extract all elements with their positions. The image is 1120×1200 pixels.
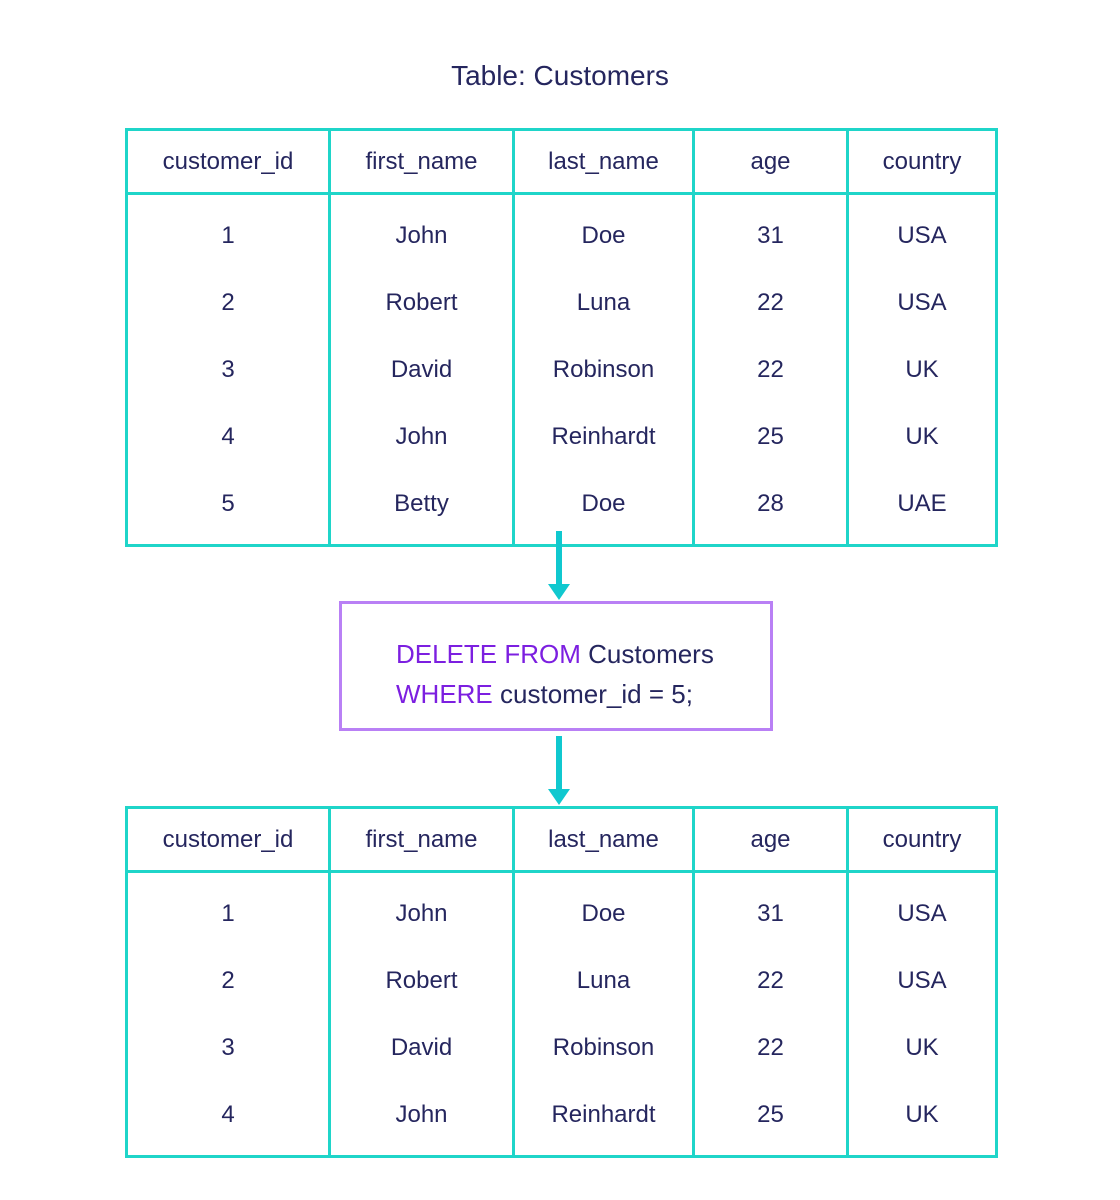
table-cell: John (328, 193, 515, 269)
column-header: last_name (512, 806, 695, 873)
customers-table-before: customer_id first_name last_name age cou… (125, 128, 998, 547)
table-cell: 31 (692, 871, 849, 947)
table-cell: Luna (512, 269, 695, 336)
table-cell: 3 (125, 336, 331, 403)
column-header: first_name (328, 128, 515, 195)
table-cell: 1 (125, 193, 331, 269)
table-cell: 3 (125, 1014, 331, 1081)
sql-text: customer_id = 5; (492, 679, 693, 709)
table-cell: UK (846, 336, 998, 403)
column-header: age (692, 128, 849, 195)
arrow-line (556, 531, 562, 587)
table-cell: 25 (692, 1081, 849, 1157)
table-cell: John (328, 871, 515, 947)
table-cell: 4 (125, 1081, 331, 1157)
table-cell: USA (846, 269, 998, 336)
table-cell: Reinhardt (512, 403, 695, 470)
table-cell: 22 (692, 336, 849, 403)
table-row: 4 John Reinhardt 25 UK (125, 403, 998, 470)
table-cell: John (328, 1081, 515, 1157)
column-header: first_name (328, 806, 515, 873)
table-cell: David (328, 1014, 515, 1081)
table-cell: UK (846, 1014, 998, 1081)
table-cell: Robert (328, 269, 515, 336)
table-cell: USA (846, 947, 998, 1014)
sql-line-2: WHERE customer_id = 5; (396, 674, 770, 714)
table-cell: John (328, 403, 515, 470)
table-row: 2 Robert Luna 22 USA (125, 947, 998, 1014)
table-cell: 1 (125, 871, 331, 947)
arrow-line (556, 736, 562, 791)
table-cell: 22 (692, 269, 849, 336)
table-cell: 2 (125, 269, 331, 336)
table-cell: Luna (512, 947, 695, 1014)
header-row: customer_id first_name last_name age cou… (125, 806, 998, 873)
table-cell: David (328, 336, 515, 403)
table-cell: USA (846, 871, 998, 947)
table-cell: Doe (512, 193, 695, 269)
table-cell: Doe (512, 871, 695, 947)
header-row: customer_id first_name last_name age cou… (125, 128, 998, 195)
table-cell: 2 (125, 947, 331, 1014)
table-row: 1 John Doe 31 USA (125, 871, 998, 947)
table-cell: UK (846, 1081, 998, 1157)
table-cell: Doe (512, 470, 695, 546)
arrow-down-icon (548, 584, 570, 600)
table-row: 4 John Reinhardt 25 UK (125, 1081, 998, 1157)
sql-keyword: WHERE (396, 679, 493, 709)
table-cell: USA (846, 193, 998, 269)
column-header: country (846, 128, 998, 195)
column-header: customer_id (125, 128, 331, 195)
sql-text: Customers (580, 639, 714, 669)
table-cell: Robinson (512, 336, 695, 403)
sql-query-box: DELETE FROM Customers WHERE customer_id … (339, 601, 773, 731)
diagram-title: Table: Customers (451, 60, 669, 91)
table-cell: 25 (692, 403, 849, 470)
column-header: customer_id (125, 806, 331, 873)
customers-table-after: customer_id first_name last_name age cou… (125, 806, 998, 1158)
table-cell: 22 (692, 1014, 849, 1081)
table-row: 3 David Robinson 22 UK (125, 336, 998, 403)
table-cell: UAE (846, 470, 998, 546)
sql-keyword: DELETE FROM (396, 639, 581, 669)
column-header: country (846, 806, 998, 873)
sql-line-1: DELETE FROM Customers (396, 634, 770, 674)
column-header: age (692, 806, 849, 873)
table-cell: Betty (328, 470, 515, 546)
table-row: 2 Robert Luna 22 USA (125, 269, 998, 336)
table-row: 3 David Robinson 22 UK (125, 1014, 998, 1081)
table-row: 1 John Doe 31 USA (125, 193, 998, 269)
table-cell: Robinson (512, 1014, 695, 1081)
table-cell: 22 (692, 947, 849, 1014)
table-cell: Reinhardt (512, 1081, 695, 1157)
column-header: last_name (512, 128, 695, 195)
table-row: 5 Betty Doe 28 UAE (125, 470, 998, 546)
table-cell: 5 (125, 470, 331, 546)
table-cell: UK (846, 403, 998, 470)
arrow-down-icon (548, 789, 570, 805)
table-cell: 4 (125, 403, 331, 470)
table-cell: 28 (692, 470, 849, 546)
table-cell: Robert (328, 947, 515, 1014)
table-cell: 31 (692, 193, 849, 269)
